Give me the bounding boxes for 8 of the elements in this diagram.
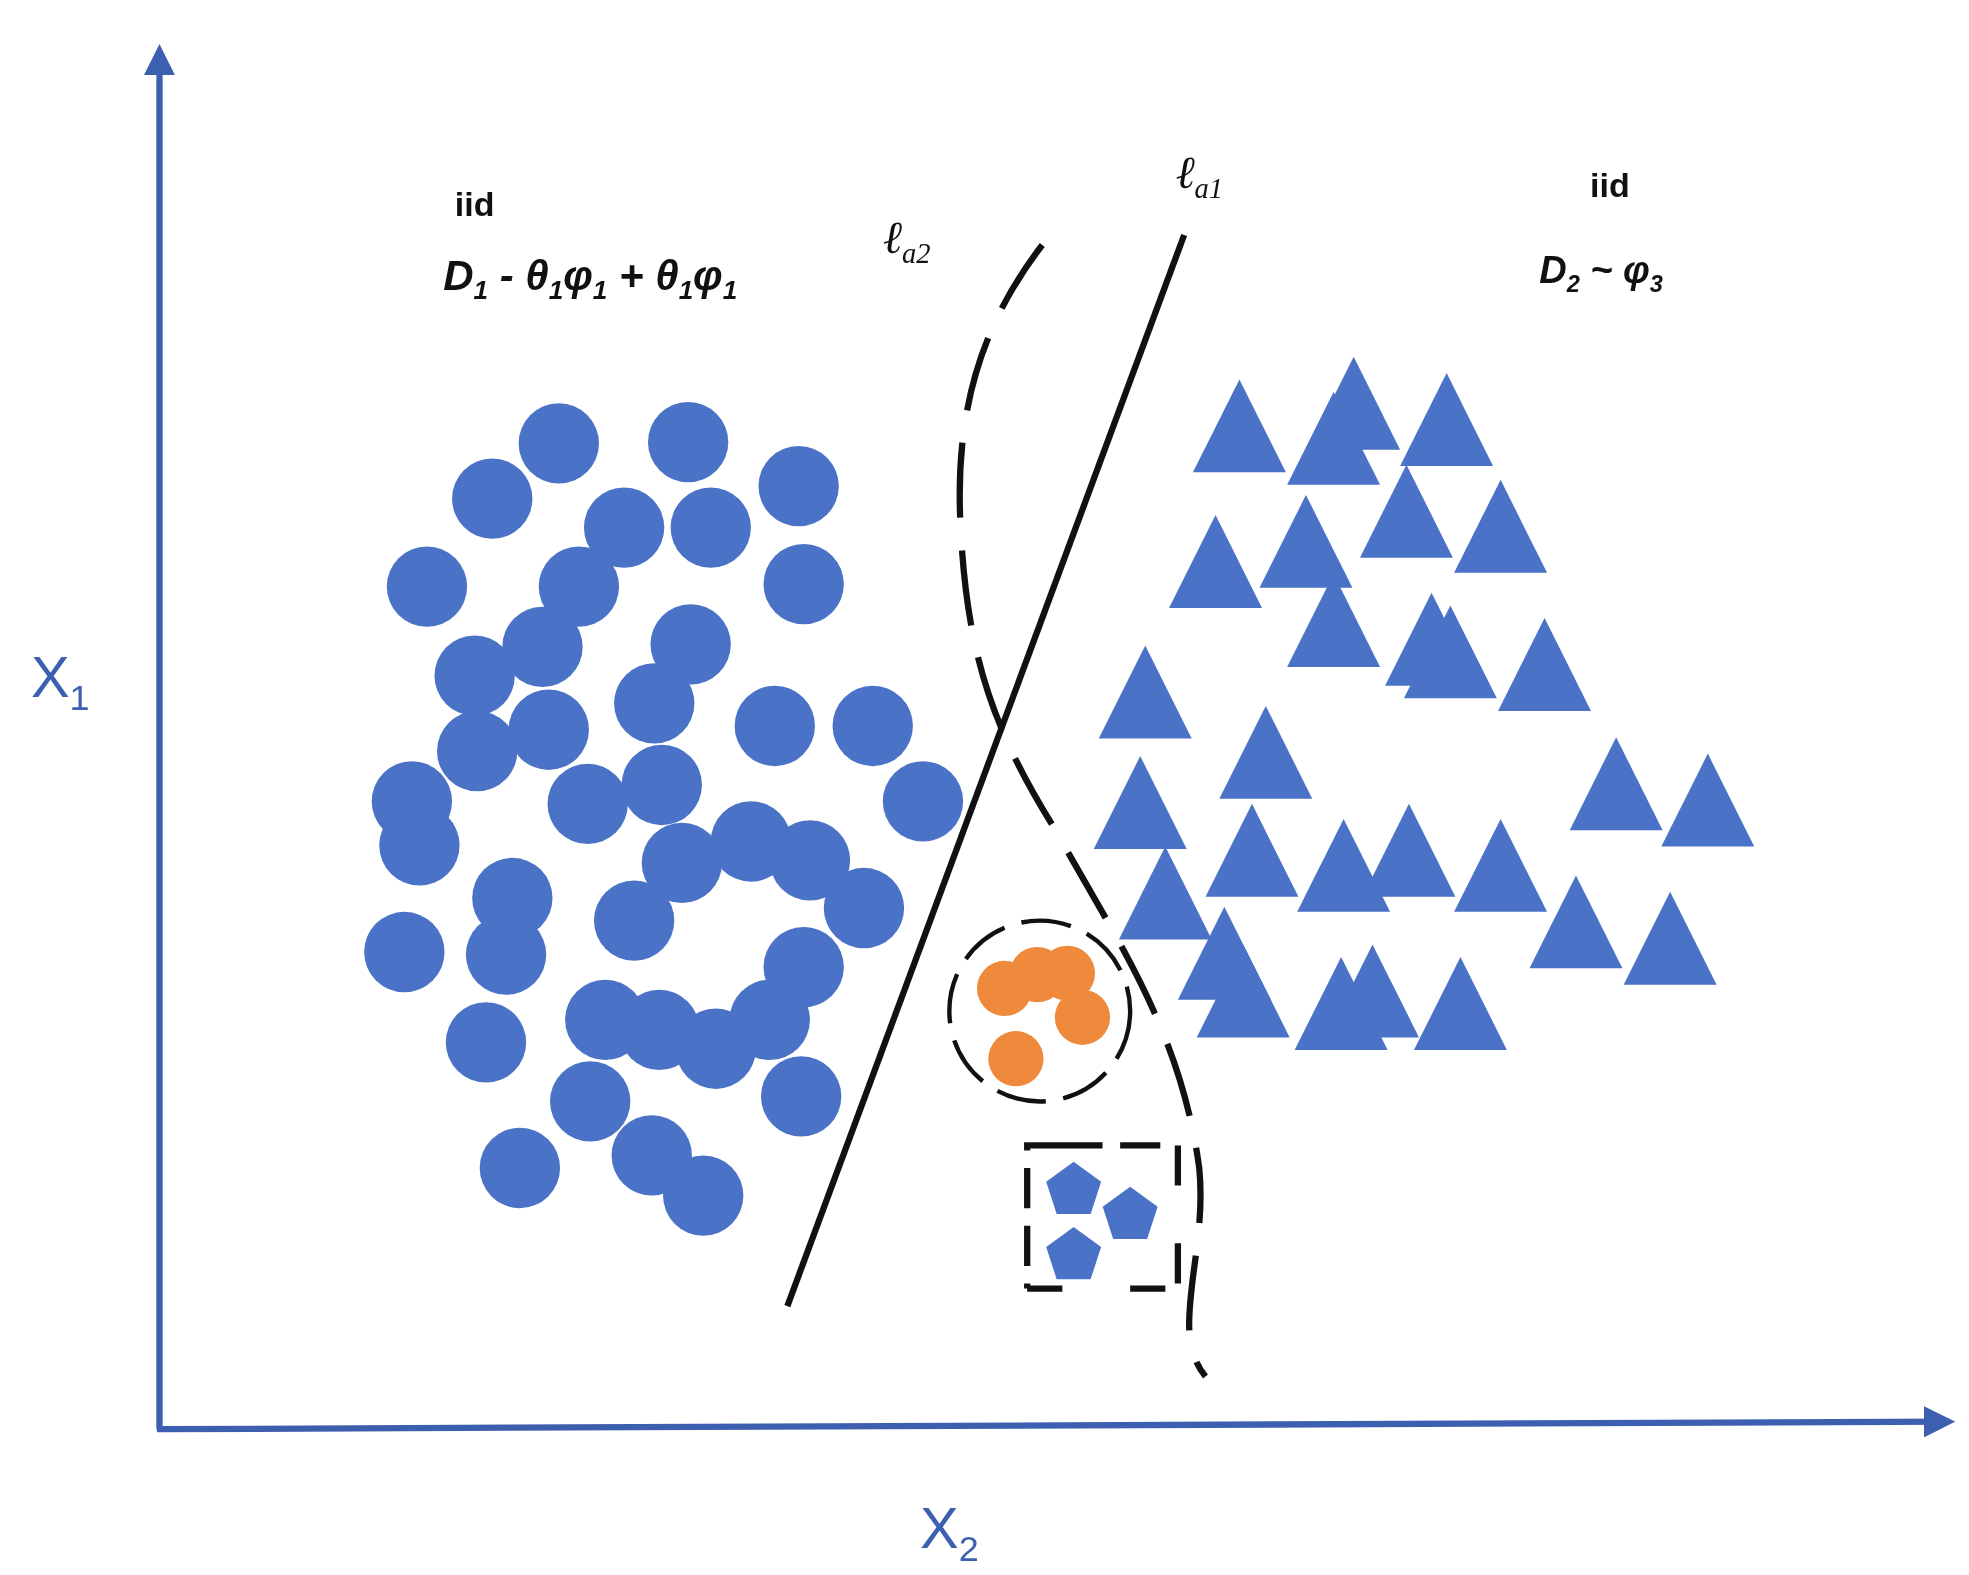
iid-label: iid xyxy=(1590,167,1630,205)
axis-label: X$_{2}$ xyxy=(920,1495,979,1569)
distribution-formula: D$_{2}$ ~ φ$_{3}$ xyxy=(1539,250,1663,298)
distribution-formula: D$_{1}$ - θ$_{1}$φ$_{1}$ + θ$_{1}$φ$_{1}$ xyxy=(443,252,738,305)
iid-label: iid xyxy=(454,186,495,224)
line-label: ℓ$_{a2}$ xyxy=(882,212,931,270)
axis-label: X$_{1}$ xyxy=(30,644,90,717)
line-label: ℓ$_{a1}$ xyxy=(1175,147,1224,204)
